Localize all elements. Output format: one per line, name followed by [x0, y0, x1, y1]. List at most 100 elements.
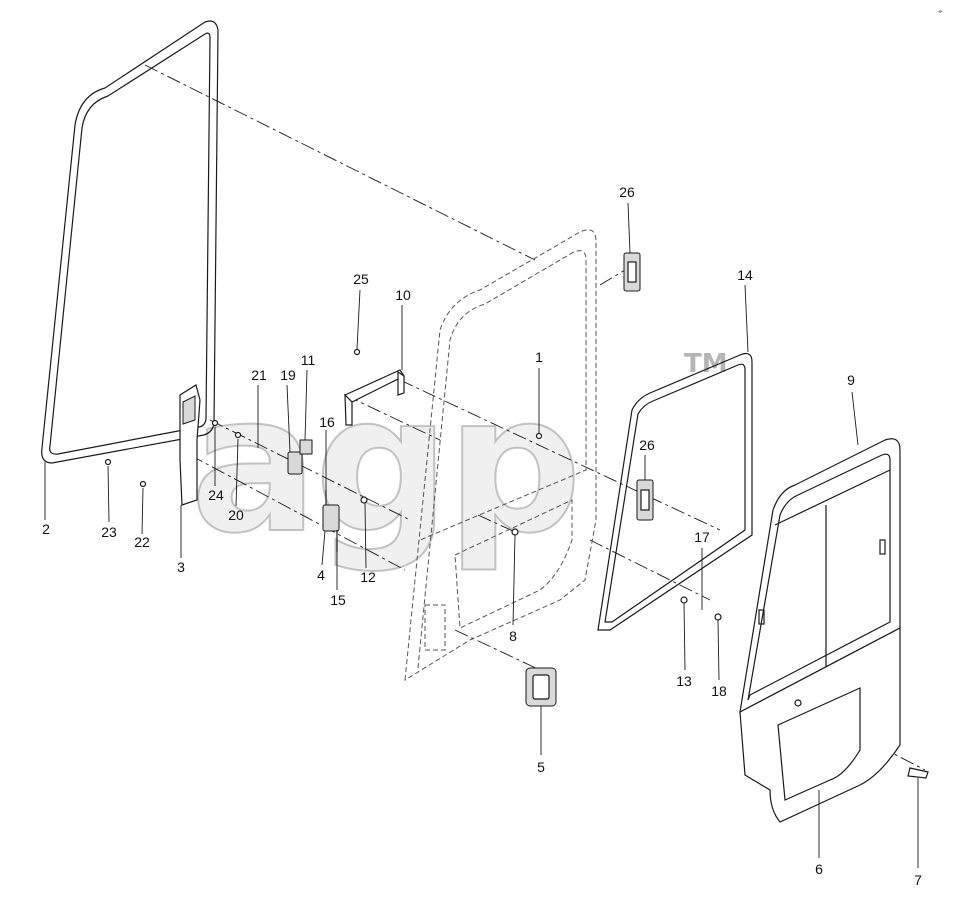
leader-11: [304, 369, 308, 441]
explode-line-lock: [209, 419, 411, 521]
seal-frame-inner: [49, 32, 211, 455]
part-outer-handle: [525, 667, 557, 707]
callout-6: 6: [815, 861, 823, 877]
door-frame-ghost: [404, 229, 597, 681]
leader-13: [683, 602, 686, 671]
lock-latch-4: [322, 504, 340, 532]
leader-18: [717, 619, 720, 681]
callout-22: 22: [134, 534, 150, 550]
leader-8: [512, 534, 516, 626]
callout-2: 2: [42, 521, 50, 537]
callout-17: 17: [694, 529, 710, 545]
callout-15: 15: [330, 592, 346, 608]
leader-20: [235, 438, 239, 507]
washer-23: [104, 458, 112, 466]
callout-5: 5: [537, 759, 545, 775]
callout-26-lower: 26: [639, 437, 655, 453]
part-inner-handle: [343, 369, 405, 426]
screw-1: [535, 432, 543, 440]
callout-11: 11: [301, 352, 316, 368]
seal-frame-outer: [41, 20, 219, 464]
explode-line-glass: [399, 379, 721, 531]
door-pin-hole: [794, 699, 802, 707]
lock-switch-11: [299, 439, 313, 455]
door-frame-inner: [417, 250, 587, 669]
callout-16: 16: [319, 414, 335, 430]
part-glass: [597, 352, 753, 631]
callout-12: 12: [360, 569, 376, 585]
pin-7: [907, 767, 929, 779]
screw-25: [353, 348, 361, 356]
callout-1: 1: [535, 349, 543, 365]
door-slot-left: [758, 609, 765, 625]
fasteners-left: [104, 419, 242, 488]
explode-line-seal-lower: [589, 539, 711, 601]
callout-9: 9: [847, 372, 855, 388]
inner-handle-leg-left: [344, 393, 353, 426]
callout-7: 7: [914, 872, 922, 888]
lock-body-19: [287, 451, 303, 475]
callout-14: 14: [737, 267, 753, 283]
part-door-assembly: [739, 438, 901, 823]
callout-19: 19: [280, 367, 296, 383]
leader-14: [744, 284, 749, 353]
callout-4: 4: [317, 567, 325, 583]
door-slot-right: [879, 539, 886, 555]
door-window-top-rail: [774, 469, 891, 526]
leader-9: [851, 391, 859, 446]
door-lower-inset: [777, 687, 861, 801]
door-panel-opening: [454, 499, 573, 629]
washer-22: [139, 480, 147, 488]
part-lock-assembly: [287, 439, 340, 552]
hinge-upper-pin: [627, 261, 637, 283]
callout-25: 25: [353, 271, 369, 287]
bracket-plate: [182, 395, 196, 425]
callout-26-upper: 26: [619, 184, 635, 200]
leader-26-upper: [627, 202, 631, 254]
callout-18: 18: [711, 683, 727, 699]
leader-23: [107, 465, 110, 523]
callout-8: 8: [509, 628, 517, 644]
pin-12: [360, 496, 368, 504]
door-window-glass: [747, 453, 891, 701]
leader-lines: [44, 202, 919, 868]
leader-25: [356, 289, 361, 350]
callout-10: 10: [395, 287, 411, 303]
explode-line-handle: [344, 394, 441, 441]
callout-13: 13: [676, 673, 692, 689]
door-frame-outer: [404, 229, 597, 681]
part-seal-frame: [41, 20, 219, 464]
screw-20: [234, 431, 242, 439]
screw-18: [714, 613, 722, 621]
glass-inner: [604, 363, 746, 623]
door-handle-recess: [424, 604, 446, 651]
watermark-text: agp: [190, 354, 578, 575]
callout-labels: 2 23 22 3 24 20 21 19 11 16 4 15 12 25 1…: [42, 184, 922, 888]
leader-22: [141, 487, 144, 535]
door-lower-panel: [739, 627, 901, 823]
explode-line-bracket: [189, 454, 406, 571]
glass-outer: [597, 352, 753, 631]
callout-20: 20: [228, 507, 244, 523]
explode-line-hinge: [599, 269, 626, 286]
watermark: agp TM: [189, 349, 728, 576]
hinge-lower-pin: [640, 489, 650, 511]
leader-12: [364, 502, 367, 569]
callout-24: 24: [208, 487, 224, 503]
watermark-trademark: TM: [684, 349, 728, 379]
explode-line-handle-outer: [454, 629, 541, 671]
corner-mark: ⌖: [938, 7, 943, 16]
outer-handle-grip: [532, 674, 550, 700]
screw-13: [680, 596, 688, 604]
part-hinge-upper: [623, 252, 641, 292]
callout-21: 21: [251, 367, 267, 383]
part-bracket: [179, 384, 201, 506]
plug-8: [511, 528, 519, 536]
explode-line-seal: [144, 64, 536, 261]
callout-3: 3: [177, 559, 185, 575]
inner-handle-leg-right: [397, 370, 405, 396]
screw-24: [211, 419, 219, 427]
part-hinge-lower: [636, 479, 654, 521]
callout-23: 23: [101, 524, 117, 540]
